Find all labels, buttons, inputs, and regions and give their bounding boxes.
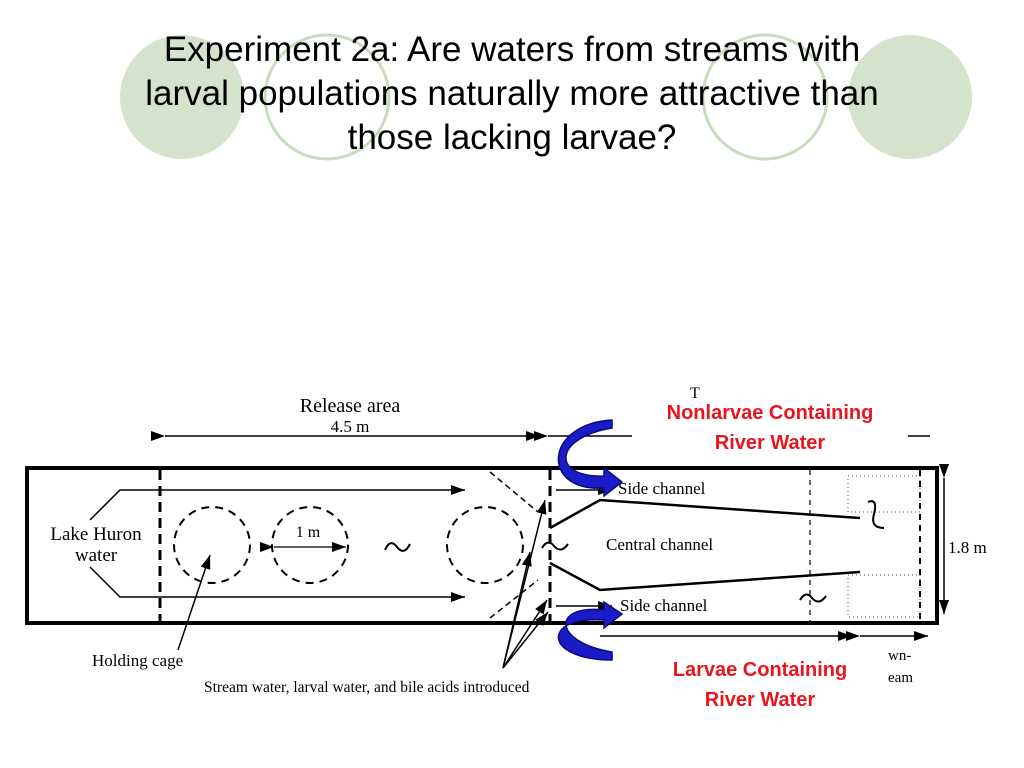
callout-nonlarvae-line2: River Water xyxy=(714,432,826,454)
flume-outline xyxy=(25,466,939,625)
side-channel-bottom-label: Side channel xyxy=(620,596,708,615)
cut-bottom-fragment-1: wn- xyxy=(888,648,911,664)
width-label: 1.8 m xyxy=(948,538,987,557)
cage-size-label: 1 m xyxy=(296,524,321,541)
decor-circle-filled-2 xyxy=(848,35,972,159)
callout-larvae: Larvae Containing River Water xyxy=(640,655,880,715)
lamprey-squiggle-3 xyxy=(867,500,885,529)
intro-pointer-3 xyxy=(502,599,548,669)
introduced-label: Stream water, larval water, and bile aci… xyxy=(204,679,530,696)
lake-huron-label-line1: Lake Huron xyxy=(50,524,142,545)
intro-pointer-4 xyxy=(502,611,549,669)
lower-channel-wall xyxy=(549,561,861,592)
central-channel-label: Central channel xyxy=(606,535,713,554)
callout-larvae-line1: Larvae Containing xyxy=(672,659,848,681)
blue-arrow-top xyxy=(557,419,624,498)
trap-area-top xyxy=(847,475,921,513)
trap-area-bottom xyxy=(847,574,921,618)
blue-arrow-bottom xyxy=(557,600,624,661)
cut-bottom-fragment-2: eam xyxy=(888,670,913,686)
title-line-2: larval populations naturally more attrac… xyxy=(145,74,879,113)
baffle-dashed-top xyxy=(489,471,539,513)
callout-larvae-line2: River Water xyxy=(704,689,816,711)
baffle-dashed-bottom xyxy=(489,579,539,619)
side-channel-top-label: Side channel xyxy=(618,479,706,498)
decor-circle-outline-2 xyxy=(701,33,829,161)
upper-channel-wall xyxy=(549,498,861,530)
holding-cage-3 xyxy=(446,506,524,584)
slide-decoration xyxy=(120,33,972,161)
inflow-arrow-bottom xyxy=(89,566,465,602)
holding-cage-2 xyxy=(271,506,349,584)
release-area-size: 4.5 m xyxy=(331,417,370,436)
callout-nonlarvae: Nonlarvae Containing River Water xyxy=(632,398,908,458)
intro-pointer-2 xyxy=(502,551,532,669)
holding-cage-1 xyxy=(173,506,251,584)
decor-circle-filled-1 xyxy=(120,35,244,159)
callout-nonlarvae-line1: Nonlarvae Containing xyxy=(666,402,874,424)
release-area-label: Release area xyxy=(300,395,401,417)
lake-huron-label-line2: water xyxy=(75,545,118,566)
decor-circle-outline-1 xyxy=(263,33,391,161)
lamprey-squiggle-4 xyxy=(799,593,827,603)
inflow-arrow-top xyxy=(89,485,465,521)
lamprey-squiggle-1 xyxy=(384,542,411,552)
slide-title: Experiment 2a: Are waters from streams w… xyxy=(60,28,964,160)
cut-top-fragment: T xyxy=(690,385,700,402)
lamprey-squiggle-2 xyxy=(541,541,569,551)
title-line-1: Experiment 2a: Are waters from streams w… xyxy=(163,30,861,69)
holding-cage-pointer xyxy=(177,554,211,651)
title-line-3: those lacking larvae? xyxy=(347,118,677,157)
holding-cage-label: Holding cage xyxy=(92,651,183,670)
